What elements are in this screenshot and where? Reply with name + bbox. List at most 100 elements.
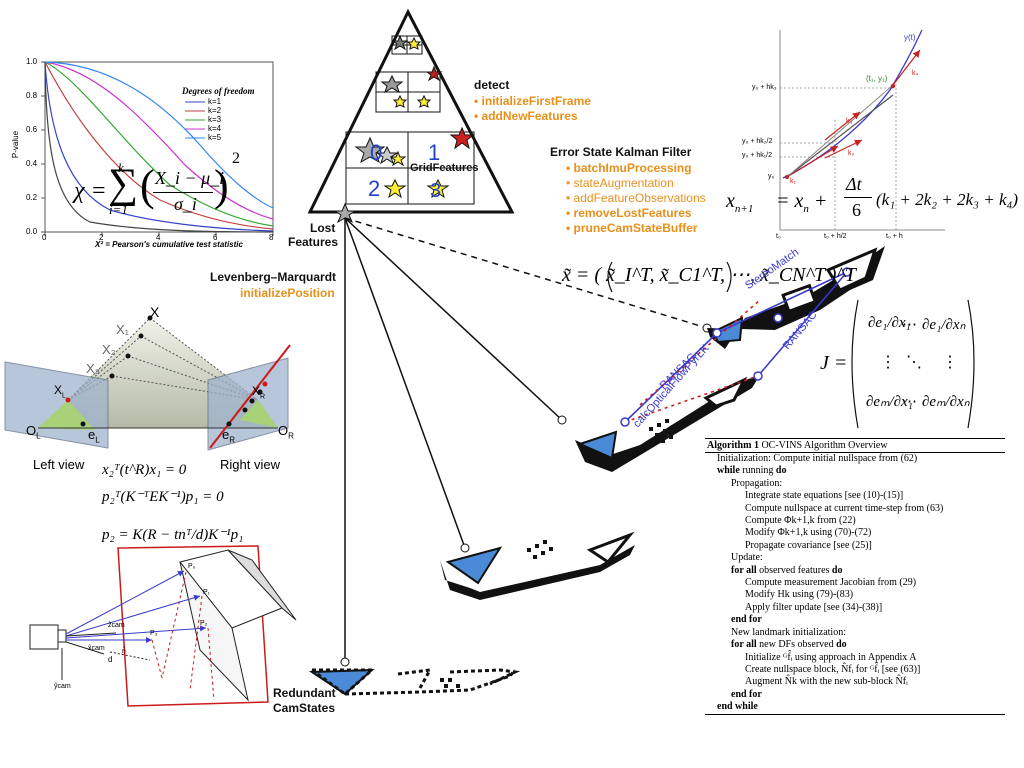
jacobian-brackets — [851, 299, 975, 429]
epi-OL-text: O — [26, 423, 37, 438]
chi-formula-num: X_i − μ_i — [155, 168, 225, 188]
rk4-formula-dt: Δt — [846, 174, 862, 194]
epi-OR-sub: R — [288, 431, 294, 441]
algorithm-token: Propagate covariance [see (25)] — [745, 539, 872, 551]
algorithm-line: for all observed features do — [705, 565, 1005, 577]
homo-p1: P₁ — [203, 589, 211, 596]
curve-k2 — [44, 61, 274, 230]
chi-formula-den: σ_i — [174, 194, 197, 214]
curve-k3 — [44, 61, 274, 227]
jacobian-cell-3: ⋮ — [880, 354, 896, 371]
grid-cell-3: 3 — [430, 180, 442, 202]
algorithm-token: new DFs observed — [756, 639, 837, 651]
rk4-ylabel-0: y₀ + hk₃ — [752, 84, 777, 91]
detect-item-0: • initializeFirstFrame — [474, 94, 591, 108]
grid-cell-2: 2 — [368, 176, 381, 201]
rk4-formula-lhs-text: x — [726, 190, 735, 212]
algorithm-token: Propagation: — [731, 477, 783, 489]
homography-diagram — [29, 545, 297, 707]
eskf-item-4-text: pruneCamStateBuffer — [573, 221, 698, 235]
algorithm-token: for all — [731, 564, 757, 576]
homo-n: n̂ — [122, 648, 126, 655]
rk4-ylabel-3: y₀ — [768, 173, 775, 180]
curve-k4 — [44, 61, 274, 220]
algorithm-line: while running do — [705, 465, 1005, 477]
chi-ticks — [41, 61, 274, 236]
algorithm-line: Augment N̂k with the new sub-block N̂fᵢ — [705, 676, 1005, 688]
chi-formula-lhs: χ = — [74, 178, 107, 204]
connection-lines — [340, 217, 712, 667]
chi-square-chart — [41, 61, 274, 236]
homo-xcam: x̂cam — [88, 645, 105, 652]
chi-formula-sum-bottom: i=1 — [109, 202, 128, 217]
lm-item: initializePosition — [240, 286, 335, 300]
algorithm-token: Compute Φk+1,k from (22) — [745, 515, 856, 527]
rk4-k4: k₄ — [912, 70, 919, 77]
jacobian-cell-0: ∂e₁/∂x₁ — [868, 315, 911, 331]
algorithm-line: end for — [705, 689, 1005, 701]
chi-legend-k2: k=2 — [208, 106, 222, 115]
eskf-item-3-text: removeLostFeatures — [573, 206, 692, 220]
algorithm-line: Create nullspace block, N̂fᵢ for ᴳf̂ᵢ [s… — [705, 664, 1005, 676]
algorithm-line: Compute measurement Jacobian from (29) — [705, 577, 1005, 589]
homo-ycam: ŷcam — [54, 683, 71, 690]
algorithm-token: Apply filter update [see (34)-(38)] — [745, 601, 883, 613]
chi-xtick-1: 2 — [99, 233, 104, 242]
algorithm-line: Update: — [705, 552, 1005, 564]
detect-item-0-text: initializeFirstFrame — [481, 94, 591, 108]
algorithm-token: Modify Hk using (79)-(83) — [745, 589, 854, 601]
chi-legend-k1: k=1 — [208, 97, 222, 106]
algorithm-token: for all — [731, 639, 757, 651]
chi-xtick-3: 6 — [213, 233, 218, 242]
lost-features-label-1: Lost — [310, 221, 336, 235]
eskf-item-1-text: stateAugmentation — [573, 176, 674, 190]
algorithm-title: Algorithm 1 OC-VINS Algorithm Overview — [705, 438, 1005, 453]
algorithm-token: Compute nullspace at current time-step f… — [745, 502, 944, 514]
redundant-label-1: Redundant — [273, 686, 336, 700]
algorithm-title-text: OC-VINS Algorithm Overview — [761, 440, 888, 451]
homo-p0: P₀ — [188, 563, 196, 570]
rk4-formula-mid: = xn + — [776, 190, 828, 215]
algorithm-box: Algorithm 1 OC-VINS Algorithm Overview I… — [705, 438, 1005, 715]
chi-xlabel: X² = Pearson's cumulative test statistic — [95, 240, 243, 249]
rk4-k3: k₃ — [846, 118, 853, 125]
algorithm-token: end for — [731, 688, 762, 700]
jacobian-cell-7: ⋯ — [902, 394, 917, 410]
epi-OL: OL — [26, 423, 41, 441]
eskf-item-3: • removeLostFeatures — [566, 206, 692, 220]
eskf-item-0: • batchImuProcessing — [566, 161, 692, 175]
chi-legend-k3: k=3 — [208, 115, 222, 124]
algorithm-token: Initialization: Compute initial nullspac… — [717, 453, 918, 464]
algorithm-line: Apply filter update [see (34)-(38)] — [705, 602, 1005, 614]
algorithm-token: Initialize ᴳf̂ᵢ using approach in Append… — [745, 651, 917, 663]
algorithm-token: New landmark initialization: — [731, 626, 846, 638]
detect-item-1: • addNewFeatures — [474, 109, 578, 123]
grid-features-label: GridFeatures — [410, 162, 479, 174]
eskf-item-2-text: addFeatureObservations — [573, 191, 706, 205]
homo-d: d — [108, 655, 113, 664]
chi-ylabel: P-value — [11, 130, 21, 159]
chi-legend-k5: k=5 — [208, 133, 222, 142]
epi-eL-text: e — [88, 427, 96, 442]
epi-OR: OR — [278, 423, 294, 441]
rk4-formula-mid-text: = x — [776, 190, 804, 212]
algorithm-token: end for — [731, 614, 762, 626]
epi-eR: eR — [222, 427, 235, 445]
eskf-item-2: • addFeatureObservations — [566, 191, 706, 205]
algorithm-line: end while — [705, 701, 1005, 715]
camera-middle — [440, 531, 635, 600]
algorithm-line: for all new DFs observed do — [705, 639, 1005, 651]
curve-k1 — [44, 61, 274, 232]
algorithm-token: while — [717, 465, 740, 477]
epi-XR-text: X — [252, 384, 261, 398]
jacobian-cell-2: ∂e₁/∂xₙ — [922, 317, 966, 333]
equation-essential: x₂ᵀ(t^R)x₁ = 0 — [102, 462, 187, 478]
eskf-title: Error State Kalman Filter — [550, 145, 692, 159]
algorithm-token: Create nullspace block, N̂fᵢ for ᴳf̂ᵢ [s… — [745, 663, 921, 675]
algorithm-line: Initialize ᴳf̂ᵢ using approach in Append… — [705, 652, 1005, 664]
chi-ytick-3: 0.6 — [26, 125, 38, 134]
algorithm-token: do — [775, 465, 787, 477]
rk4-ylabel-1: y₀ + hk₂/2 — [742, 138, 773, 145]
epi-XL: XL — [54, 383, 66, 399]
